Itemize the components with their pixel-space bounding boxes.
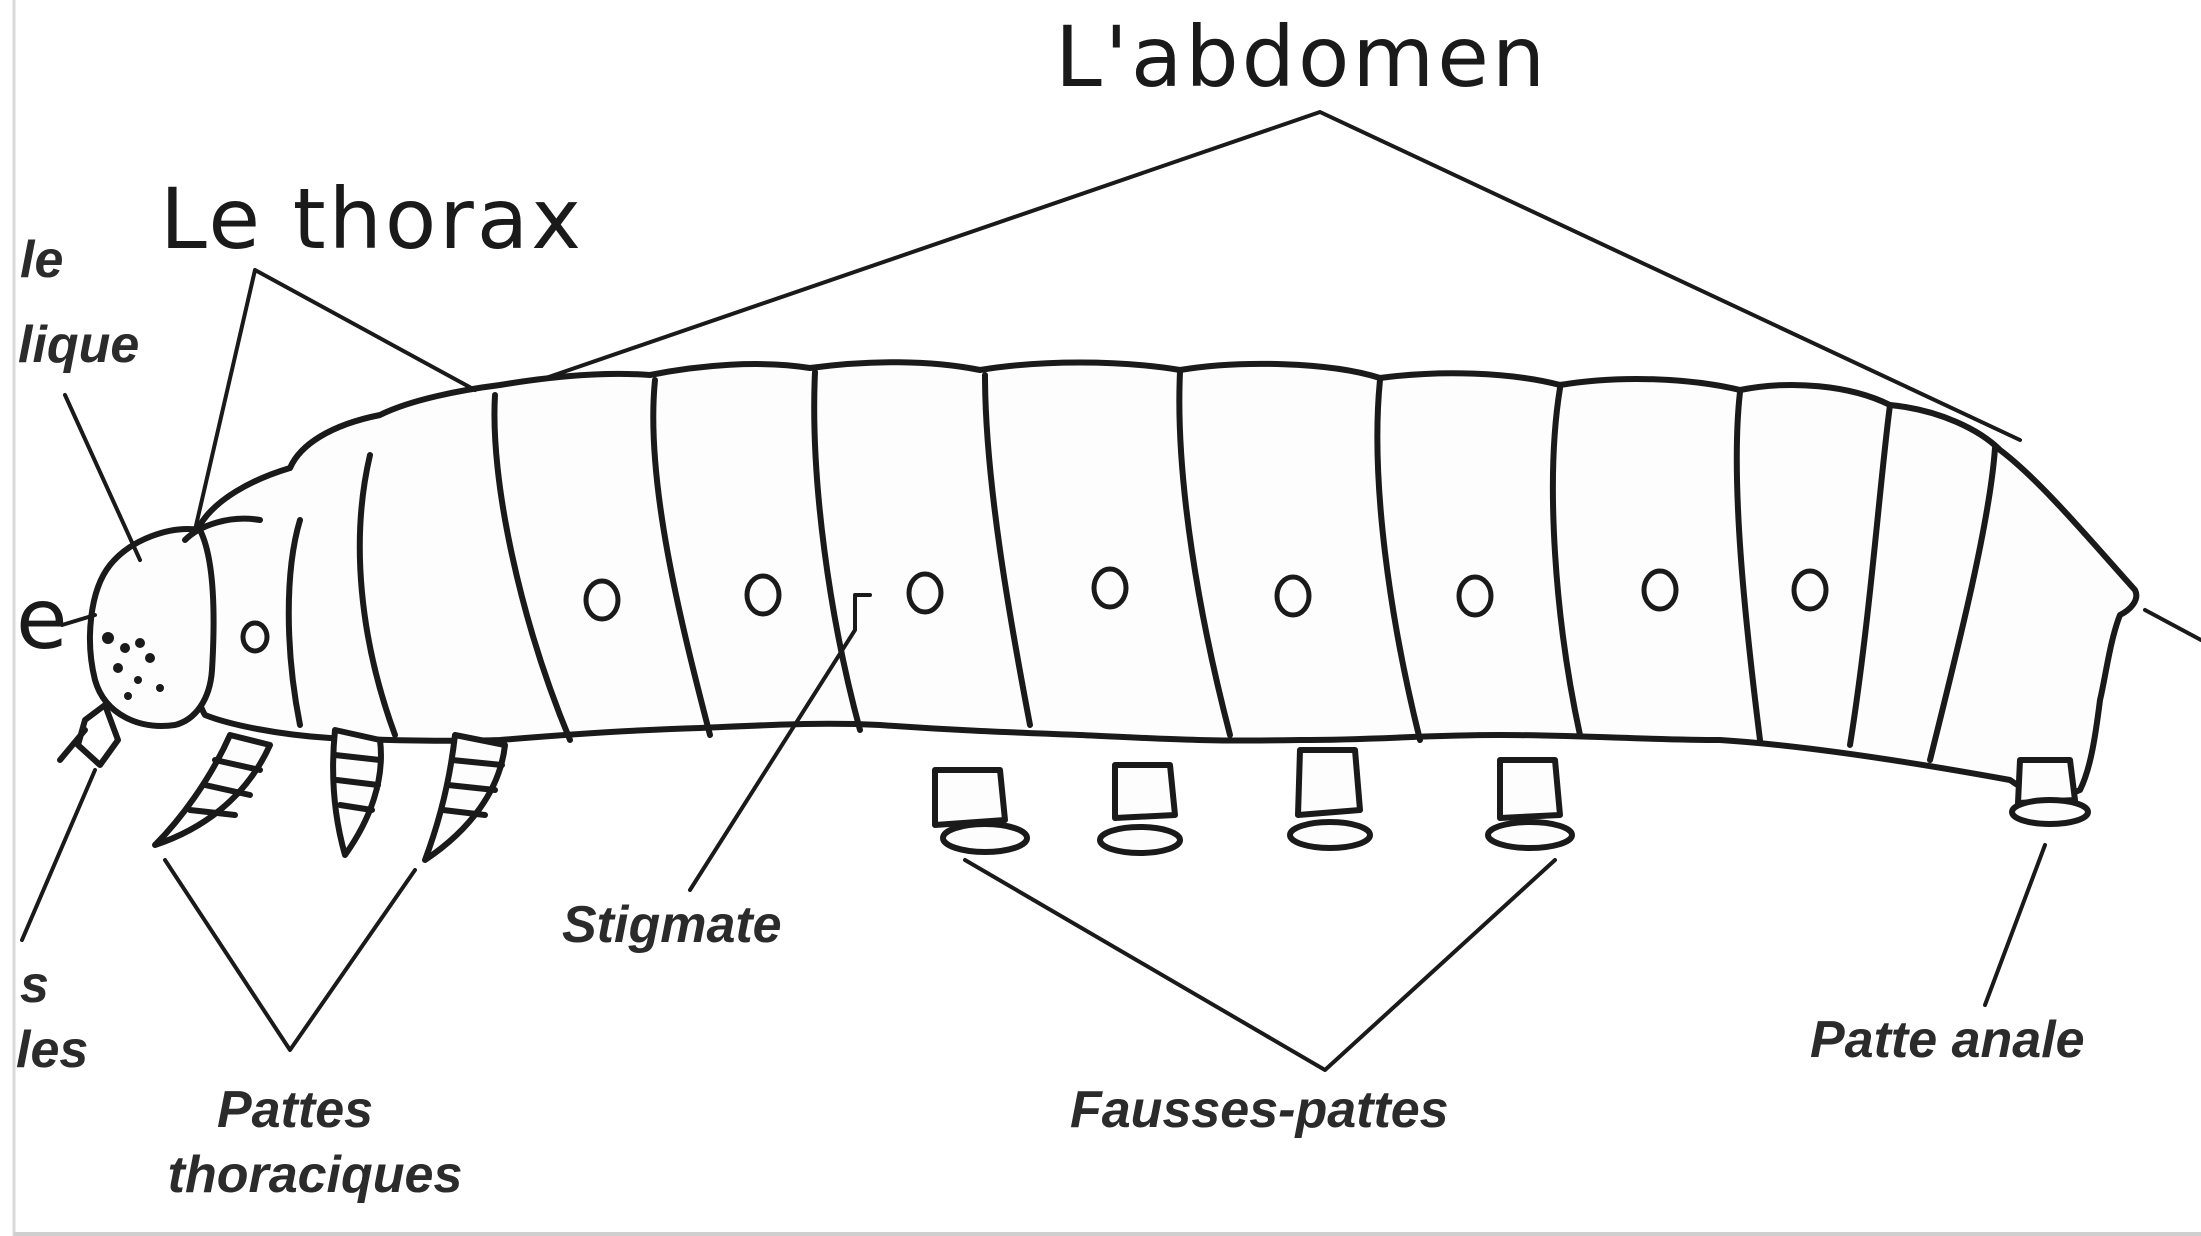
mouth-parts bbox=[60, 705, 118, 765]
cut-label-1: le bbox=[20, 230, 63, 290]
cut-label-5: les bbox=[16, 1020, 88, 1080]
pattes-thoraciques-label-line2: thoraciques bbox=[100, 1145, 530, 1205]
thoracic-legs bbox=[155, 730, 505, 860]
abdomen-label: L'abdomen bbox=[1055, 8, 1548, 106]
pattes-thoraciques-label-line1: Pattes bbox=[130, 1080, 460, 1140]
caterpillar-head bbox=[90, 529, 214, 726]
thorax-label: Le thorax bbox=[160, 170, 584, 268]
cut-label-4: s bbox=[20, 955, 49, 1015]
caterpillar-body bbox=[191, 362, 2136, 795]
cut-label-2: lique bbox=[18, 315, 139, 375]
patte-anale-label: Patte anale bbox=[1810, 1010, 2085, 1070]
cut-label-3: e bbox=[16, 570, 71, 668]
fausses-pattes-label: Fausses-pattes bbox=[1070, 1080, 1449, 1140]
prolegs bbox=[935, 750, 1572, 853]
frame-bottom-border bbox=[14, 1232, 2201, 1236]
stigmate-label: Stigmate bbox=[562, 895, 782, 955]
